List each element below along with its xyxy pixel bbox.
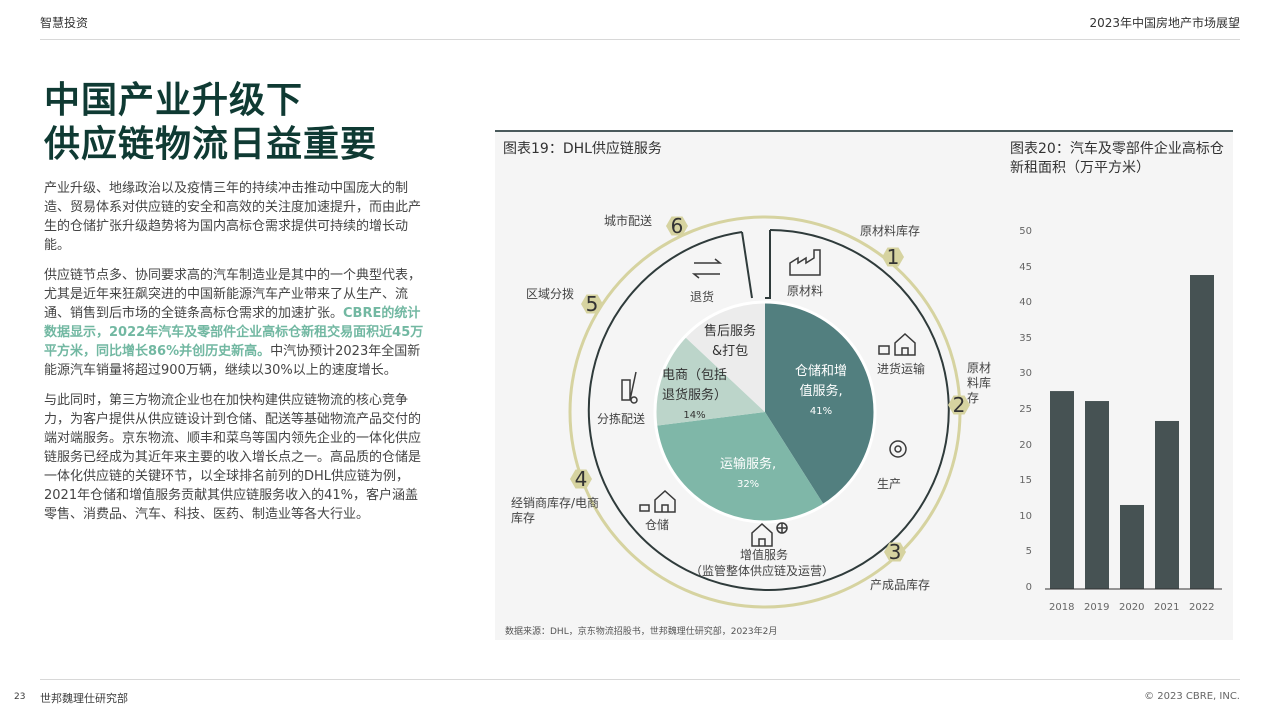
pie-border bbox=[653, 300, 877, 524]
y-tick-label: 35 bbox=[1019, 332, 1032, 344]
ring-label-raw-material: 原材料 bbox=[787, 284, 824, 298]
hand-truck-icon bbox=[621, 371, 638, 404]
title-line-2: 供应链物流日益重要 bbox=[44, 123, 378, 165]
footer-dept: 世邦魏理仕研究部 bbox=[40, 692, 128, 705]
y-tick-label: 0 bbox=[1025, 582, 1032, 593]
ring-notch bbox=[741, 230, 771, 299]
x-tick-label: 2019 bbox=[1084, 602, 1110, 613]
paragraph-3: 与此同时，第三方物流企业也在加快构建供应链物流的核心竞争力，为客户提供从供应链设… bbox=[44, 393, 422, 522]
y-tick-label: 5 bbox=[1025, 546, 1032, 558]
p2-text: 供应链节点多、协同要求高的汽车制造业是其中的一个典型代表，尤其是近年来狂飙突进的… bbox=[44, 268, 422, 321]
p2-text-end: 中汽协预计2023年全国新能源汽车销量将超过900万辆，继续以30%以上的速度增… bbox=[44, 344, 421, 378]
bar-2022 bbox=[1190, 275, 1214, 589]
pie-label-ecommerce: 电商（包括退货服务）14% bbox=[662, 368, 728, 421]
page-title: 中国产业升级下 供应链物流日益重要 bbox=[44, 78, 377, 166]
stage-badge-4 bbox=[570, 469, 592, 489]
footer-divider bbox=[40, 679, 1240, 680]
stage-badge-1 bbox=[882, 247, 904, 267]
y-tick-label: 40 bbox=[1019, 297, 1032, 309]
bar-2018 bbox=[1050, 391, 1074, 589]
pie-slice-2 bbox=[654, 336, 765, 426]
stage-label-1: 原材料库存 bbox=[860, 224, 921, 238]
y-tick-label: 10 bbox=[1019, 510, 1032, 522]
pie-chart bbox=[654, 302, 875, 522]
y-tick-label: 15 bbox=[1019, 475, 1032, 487]
stage-number-3: 3 bbox=[889, 540, 902, 564]
ring-label-production: 生产 bbox=[877, 477, 902, 491]
pie-slice-1 bbox=[655, 412, 824, 522]
pie-label-transport: 运输服务,32% bbox=[720, 457, 777, 490]
divider bbox=[40, 39, 1240, 40]
ring-label-inbound: 进货运输 bbox=[877, 362, 926, 376]
bar-2021 bbox=[1155, 420, 1179, 589]
x-tick-label: 2020 bbox=[1119, 602, 1145, 613]
stage-label-2: 原材料库存 bbox=[967, 361, 992, 405]
stage-badge-2 bbox=[948, 395, 970, 415]
paragraph-2: 供应链节点多、协同要求高的汽车制造业是其中的一个典型代表，尤其是近年来狂飙突进的… bbox=[44, 266, 424, 380]
pie-slice-3 bbox=[684, 302, 765, 412]
ring-label-sorting: 分拣配送 bbox=[597, 412, 646, 426]
pie-label-warehousing: 仓储和增值服务,41% bbox=[795, 364, 848, 417]
y-tick-label: 30 bbox=[1019, 368, 1032, 380]
stage-number-4: 4 bbox=[575, 467, 588, 491]
stage-number-6: 6 bbox=[671, 214, 684, 238]
bar-2020 bbox=[1120, 504, 1144, 589]
copyright: © 2023 CBRE, INC. bbox=[1144, 691, 1240, 702]
pie-slice-0 bbox=[765, 302, 875, 505]
pie-label-aftersales: 售后服务&打包 bbox=[704, 324, 757, 359]
ring-label-value-added-sub: （监管整体供应链及运营） bbox=[690, 564, 835, 578]
stage-badge-5 bbox=[581, 294, 603, 314]
p2-highlight: CBRE的统计数据显示，2022年汽车及零部件企业高标仓新租交易面积近45万平方… bbox=[44, 306, 424, 359]
ring-label-warehouse: 仓储 bbox=[645, 518, 670, 532]
header-section: 智慧投资 bbox=[40, 16, 89, 30]
y-tick-label: 20 bbox=[1019, 439, 1032, 451]
fig19-title: 图表19：DHL供应链服务 bbox=[503, 141, 662, 157]
fig20-title: 图表20：汽车及零部件企业高标仓新租面积（万平方米） bbox=[1010, 141, 1224, 176]
title-line-1: 中国产业升级下 bbox=[44, 79, 304, 121]
stage-number-2: 2 bbox=[953, 393, 966, 417]
stage-label-6: 城市配送 bbox=[604, 214, 653, 228]
bar-2019 bbox=[1085, 401, 1109, 589]
ring-label-returns: 退货 bbox=[690, 290, 715, 304]
stage-label-5: 区域分拨 bbox=[526, 287, 575, 301]
y-tick-label: 45 bbox=[1019, 261, 1032, 273]
stage-badge-3 bbox=[884, 542, 906, 562]
bar-chart bbox=[1045, 275, 1222, 590]
paragraph-1: 产业升级、地缘政治以及疫情三年的持续冲击推动中国庞大的制造、贸易体系对供应链的安… bbox=[44, 181, 422, 253]
service-ring bbox=[587, 229, 950, 591]
factory-icon bbox=[789, 249, 821, 276]
x-tick-label: 2018 bbox=[1049, 602, 1075, 613]
source-note: 数据来源：DHL，京东物流招股书，世邦魏理仕研究部，2023年2月 bbox=[505, 627, 778, 637]
y-tick-label: 50 bbox=[1019, 226, 1032, 237]
body-text: 产业升级、地缘政治以及疫情三年的持续冲击推动中国庞大的制造、贸易体系对供应链的安… bbox=[44, 179, 424, 535]
x-tick-label: 2022 bbox=[1189, 602, 1215, 613]
stage-label-3: 产成品库存 bbox=[870, 578, 931, 592]
report-title: 2023年中国房地产市场展望 bbox=[1089, 16, 1240, 30]
value-added-warehouse-icon bbox=[751, 522, 788, 547]
stage-badge-6 bbox=[666, 216, 688, 236]
y-tick-label: 25 bbox=[1019, 404, 1032, 415]
stage-label-4: 经销商库存/电商库存 bbox=[511, 496, 600, 525]
page-number: 23 bbox=[14, 692, 26, 702]
warehouse-icon bbox=[639, 489, 676, 513]
stage-number-5: 5 bbox=[586, 292, 599, 316]
return-arrows-icon bbox=[691, 258, 723, 279]
stage-number-1: 1 bbox=[887, 245, 900, 269]
x-tick-label: 2021 bbox=[1154, 602, 1180, 613]
warehouse-truck-icon bbox=[878, 332, 916, 356]
ring-label-value-added: 增值服务 bbox=[740, 548, 789, 562]
gear-icon bbox=[889, 440, 907, 458]
